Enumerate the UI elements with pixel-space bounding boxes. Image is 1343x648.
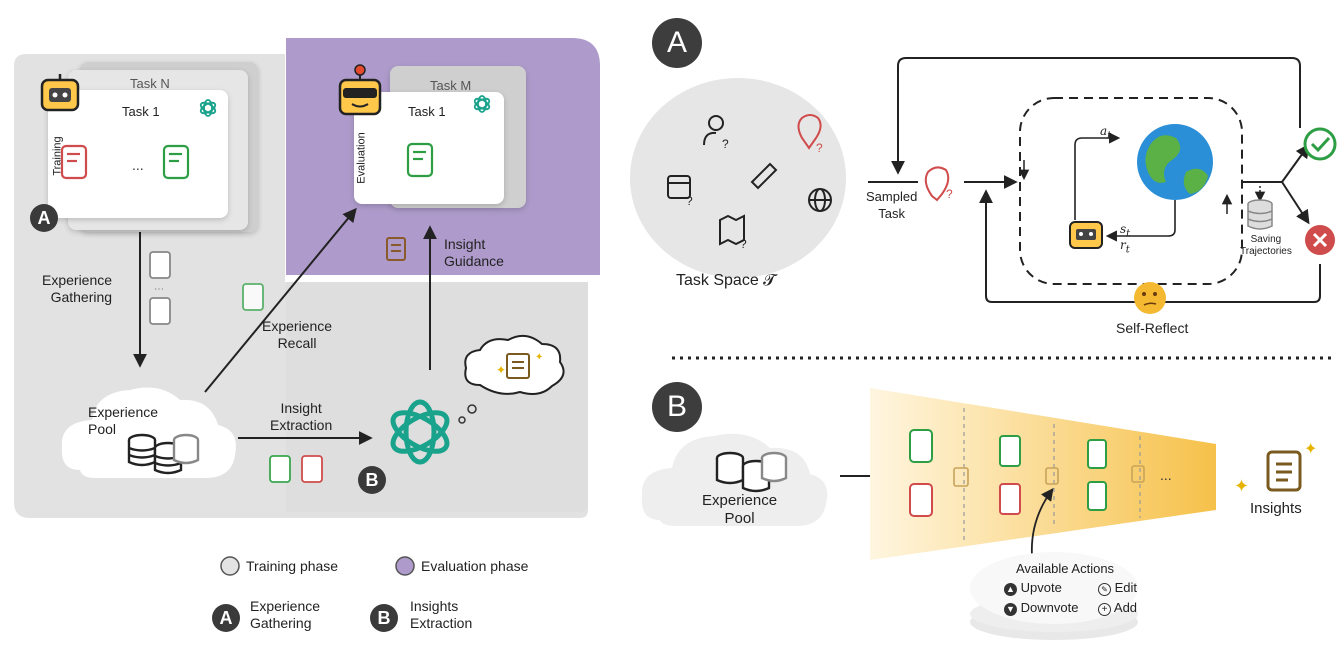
svg-text:?: ? [686,194,693,208]
saving-trajectories-label: Saving Trajectories [1240,234,1292,257]
scroll-icon [386,237,406,261]
coins-icon-b [715,451,788,493]
legend-training-label: Training phase [246,558,339,574]
svg-text:⋯: ⋯ [154,284,164,295]
insight-extraction-label: Insight Extraction [270,400,333,433]
success-check-icon [1303,127,1337,161]
experience-pool-label-b: Experience Pool [702,492,778,527]
svg-text:?: ? [946,187,953,201]
openai-eval-icon [473,95,491,113]
badge-b-right: B [652,382,702,432]
action-add[interactable]: + Add [1098,600,1137,616]
sampled-task-pin-icon [924,166,950,202]
action-upvote[interactable]: ▲ Upvote [1004,580,1062,596]
task-1-title: Task 1 [122,104,160,119]
upvote-label: Upvote [1020,580,1062,595]
failed-doc-icon [60,144,88,180]
legend-training-marker [220,556,240,576]
svg-text:?: ? [722,137,729,151]
eval-success-doc-icon [406,142,434,178]
svg-text:✦: ✦ [496,363,506,377]
database-icon [1247,199,1273,230]
coins-icon [127,433,200,475]
action-downvote[interactable]: ▼ Downvote [1004,600,1078,616]
action-a-t: at [1100,124,1112,142]
openai-logo-icon [390,399,450,465]
legend-badge-b: B [370,604,398,632]
downvote-label: Downvote [1020,600,1079,615]
training-ellipsis: ... [132,157,144,173]
agent-loop-box [1019,97,1243,285]
svg-text:✦: ✦ [535,352,543,363]
task-space-label: Task Space 𝓣 [676,272,776,289]
legend-b-label: Insights Extraction [410,598,473,631]
upvote-icon: ▲ [1004,583,1017,596]
downvote-icon: ▼ [1004,603,1017,616]
funnel-scroll-icons [953,465,1145,487]
earth-icon [1137,124,1213,200]
experience-pool-label: Experience Pool [88,404,159,437]
insight-funnel [870,388,1216,560]
experience-gathering-label: Experience Gathering [42,272,113,305]
task-n-title: Task N [130,76,170,91]
badge-a-left: A [30,204,58,232]
eval-card-icons [338,64,491,178]
success-doc-icon [162,144,190,180]
thinking-face-icon [1134,282,1166,314]
extraction-docs-icons [269,455,323,483]
insights-label: Insights [1250,500,1302,517]
right-graphics: ? ? ? ? ? [630,57,1337,640]
task-space-icons: ? ? ? ? [667,114,832,251]
add-label: Add [1113,600,1138,615]
sampled-task-label: Sampled Task [866,189,918,221]
legend-evaluation-label: Evaluation phase [421,558,529,574]
edit-icon: ✎ [1098,583,1111,596]
training-card-icons: ... [40,74,217,180]
state-s-t: st [1120,222,1131,240]
svg-text:✦: ✦ [1304,441,1317,458]
legend-a-label: Experience Gathering [250,598,321,631]
svg-text:?: ? [816,141,823,155]
add-icon: + [1098,603,1111,616]
svg-text:✦: ✦ [1234,476,1249,496]
insights-scroll-icon [1266,450,1302,492]
action-edit[interactable]: ✎ Edit [1098,580,1137,596]
agent-robot-icon [1069,221,1103,249]
openai-small-icon [199,99,217,117]
svg-text:?: ? [740,237,747,251]
legend-evaluation-marker [395,556,415,576]
insight-guidance-label: Insight Guidance [444,236,504,269]
experience-recall-arrow [204,207,357,393]
task-m-title: Task M [430,78,472,93]
task-space-ellipse [630,78,846,278]
robot-icon [40,74,80,112]
recall-doc-icon [242,283,264,311]
eval-task-1-title: Task 1 [408,104,446,119]
funnel-ellipsis: ... [1160,467,1172,483]
self-reflect-label: Self-Reflect [1116,320,1189,336]
reward-r-t: rt [1120,238,1130,256]
legend-badge-a: A [212,604,240,632]
funnel-docs-icons [909,429,1107,517]
gathered-docs-icons [149,251,171,325]
cool-robot-icon [338,64,382,116]
badge-b-left: B [358,466,386,494]
experience-recall-label: Experience Recall [262,318,333,351]
edit-label: Edit [1114,580,1138,595]
available-actions-title: Available Actions [1016,561,1115,576]
scroll-in-cloud-icon [506,353,530,379]
badge-a-right: A [652,18,702,68]
